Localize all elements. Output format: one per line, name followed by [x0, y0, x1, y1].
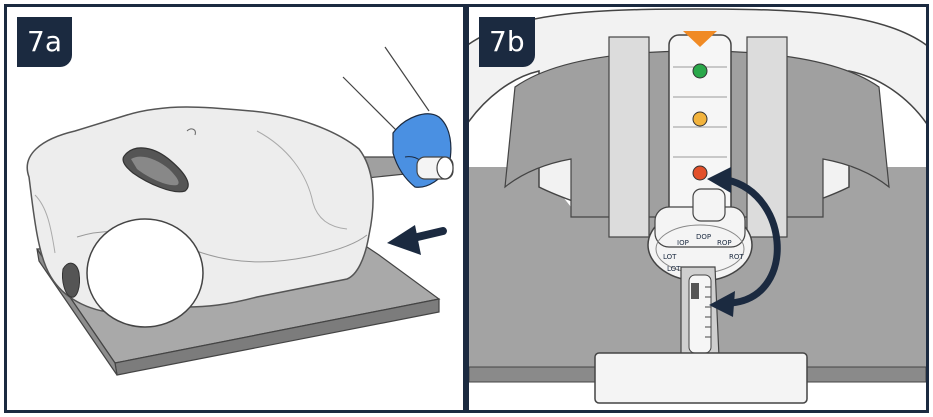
yellow-indicator	[692, 111, 708, 127]
step-label: 7b	[479, 17, 535, 67]
panel-7a-illustration	[26, 46, 454, 376]
dial-mark-iop: IOP	[677, 239, 689, 247]
indicator-column	[668, 31, 732, 222]
red-indicator	[692, 165, 708, 181]
manikin-torso	[26, 106, 374, 328]
scale-shaft	[680, 266, 720, 358]
step-label: 7a	[17, 17, 72, 67]
gloved-hand	[342, 46, 454, 188]
top-indicator	[683, 31, 717, 47]
guide-rails	[608, 36, 788, 238]
panel-7a: 7a	[4, 4, 466, 413]
dial-mark-lot-lower: LOT	[667, 265, 681, 273]
dial-mark-dop: DOP	[696, 233, 711, 241]
dial-mark-rot: ROT	[729, 253, 744, 261]
base-block	[594, 352, 808, 404]
rotation-dial: LOT IOP DOP ROP ROT LOT	[647, 188, 753, 282]
rotation-arrow	[707, 167, 781, 317]
panel-7b-illustration: LOT IOP DOP ROP ROT LOT	[469, 7, 926, 410]
dial-mark-rop: ROP	[717, 239, 732, 247]
push-arrow	[387, 225, 447, 255]
panel-7b: LOT IOP DOP ROP ROT LOT	[466, 4, 929, 413]
green-indicator	[692, 63, 708, 79]
dial-mark-lot-left: LOT	[663, 253, 677, 261]
